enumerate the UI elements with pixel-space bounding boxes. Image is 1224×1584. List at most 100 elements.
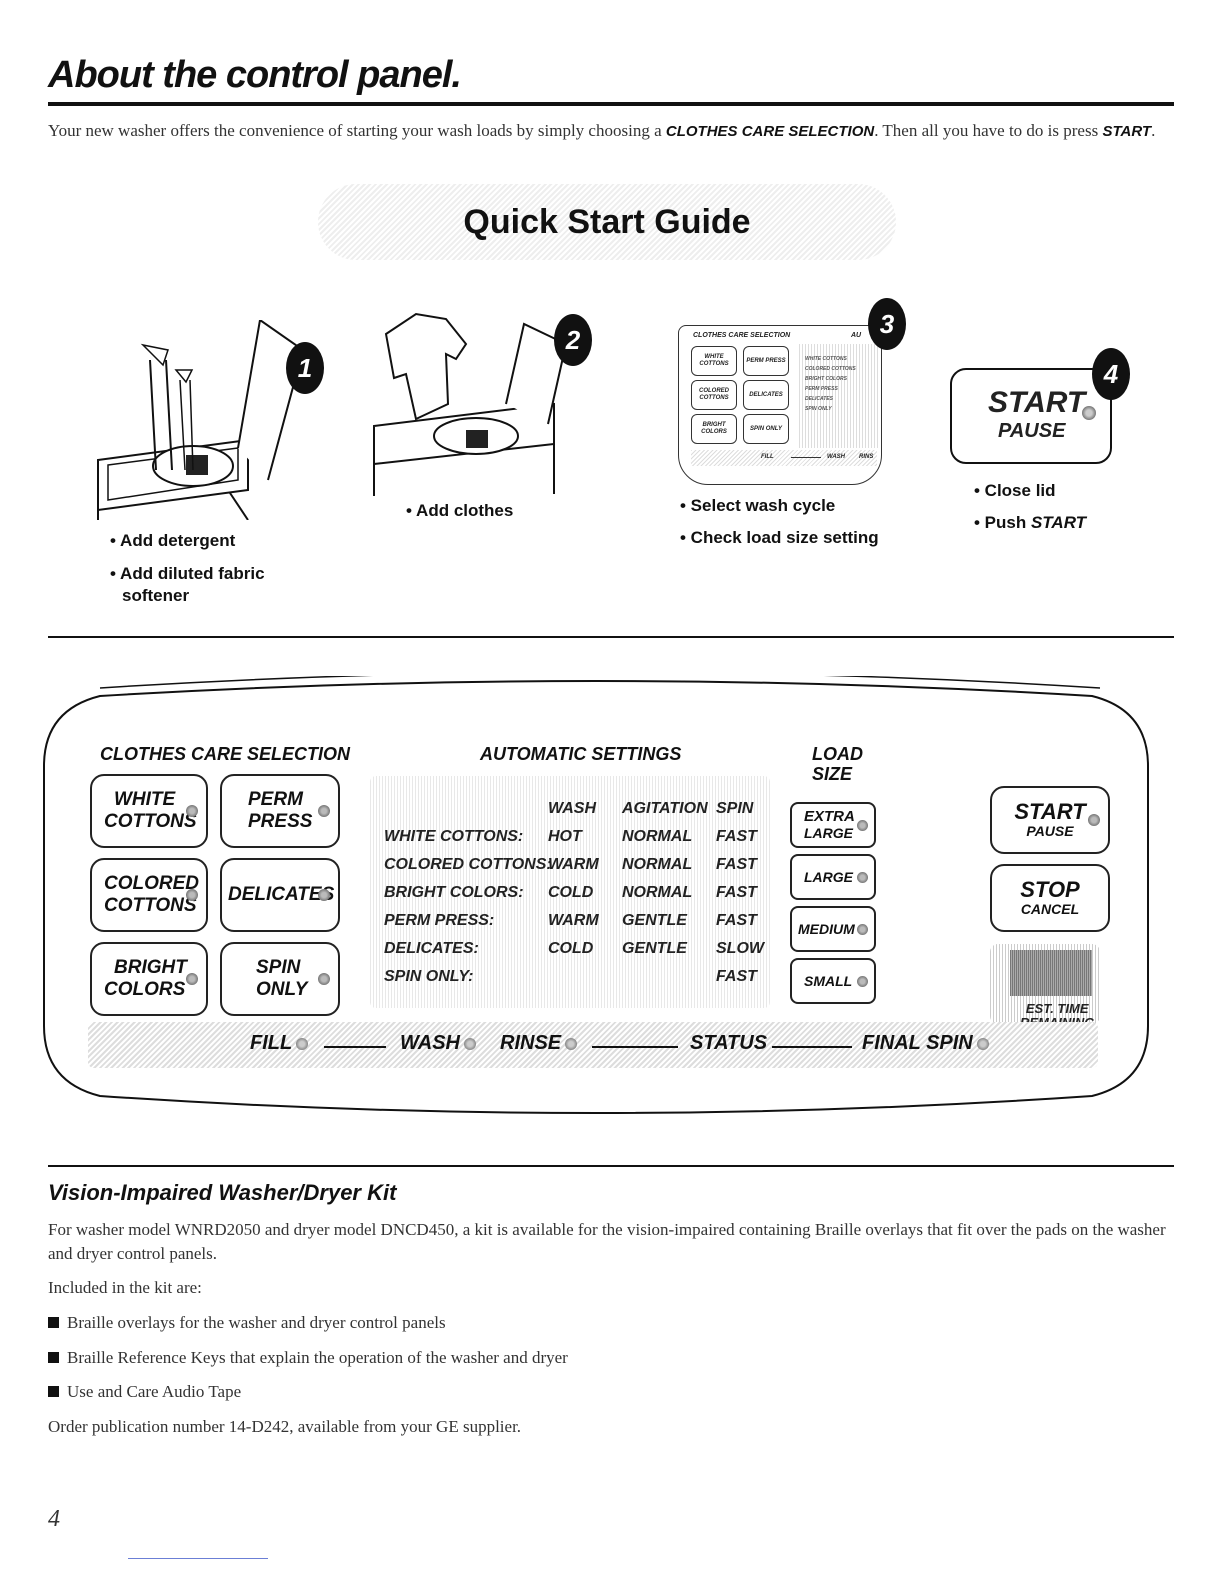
spin-only-indicator (318, 973, 330, 985)
status-rinse-label: RINSE (500, 1032, 562, 1054)
mini-button-colored-cottons: COLORED COTTONS (691, 380, 737, 410)
auto-row-wash: WARM (548, 856, 599, 873)
mini-button-spin-only: SPIN ONLY (743, 414, 789, 444)
step-3-bullet-2: • Check load size setting (680, 528, 879, 547)
auto-row-name: WHITE COTTONS: (384, 828, 524, 845)
start-button-line2: PAUSE (1026, 823, 1074, 839)
auto-row-name: SPIN ONLY: (384, 968, 474, 985)
step-4-bullet-2-text: • Push (974, 513, 1031, 532)
status-rinse-light (565, 1037, 578, 1050)
medium-indicator (857, 923, 868, 935)
load-size-heading-line2: SIZE (812, 764, 853, 784)
automatic-settings-heading: AUTOMATIC SETTINGS (480, 744, 682, 764)
status-line-3 (772, 1046, 852, 1048)
bullet-square-icon (48, 1352, 59, 1363)
mini-auto-row-3: BRIGHT COLORS (805, 376, 847, 382)
intro-text-mid: . Then all you have to do is press (874, 121, 1103, 140)
medium-button[interactable]: MEDIUM (790, 906, 876, 952)
start-pause-illustration: START PAUSE (950, 368, 1112, 464)
delicates-indicator (318, 889, 330, 901)
auto-row-wash: COLD (548, 884, 594, 901)
est-time-line1: EST. TIME (1025, 1001, 1089, 1016)
intro-text-end: . (1151, 121, 1156, 140)
perm-press-line1: PERM (248, 789, 303, 810)
mini-status-fill: FILL (761, 454, 774, 460)
mini-button-white-cottons: WHITE COTTONS (691, 346, 737, 376)
auto-row-agitation: NORMAL (622, 884, 693, 901)
status-line-1 (324, 1046, 386, 1048)
auto-row-wash: COLD (548, 940, 594, 957)
intro-bold-selection: CLOTHES CARE SELECTION (665, 123, 875, 140)
auto-row-name: COLORED COTTONS: (384, 856, 552, 873)
auto-row-agitation: GENTLE (622, 912, 687, 929)
step-2-badge: 2 (554, 314, 592, 366)
auto-row-spin: FAST (716, 856, 757, 873)
colored-cottons-line1: COLORED (104, 873, 199, 894)
large-button[interactable]: LARGE (790, 854, 876, 900)
mini-button-perm-press: PERM PRESS (743, 346, 789, 376)
mini-status-line (791, 457, 821, 458)
status-wash-label: WASH (400, 1032, 460, 1054)
bright-colors-indicator (186, 973, 198, 985)
small-label: SMALL (804, 973, 853, 989)
step-1-badge: 1 (286, 342, 324, 394)
auto-row-agitation: GENTLE (622, 940, 687, 957)
footer-link-underline (128, 1558, 268, 1559)
delicates-button[interactable]: DELICATES (220, 858, 340, 932)
kit-title: Vision-Impaired Washer/Dryer Kit (48, 1180, 397, 1205)
auto-col-wash: WASH (548, 800, 596, 817)
page-number: 4 (48, 1506, 60, 1532)
step-1-bullet-3: softener (122, 586, 190, 605)
extra-large-line2: LARGE (804, 825, 853, 841)
white-cottons-line1: WHITE (114, 789, 176, 810)
kit-paragraph-1: For washer model WNRD2050 and dryer mode… (48, 1220, 1166, 1263)
auto-row-spin: FAST (716, 912, 757, 929)
clothes-care-heading: CLOTHES CARE SELECTION (100, 744, 351, 764)
quick-start-banner (318, 184, 896, 260)
kit-paragraph-2: Included in the kit are: (48, 1278, 202, 1297)
mini-auto-row-1: WHITE COTTONS (805, 356, 847, 362)
step-4-bullet-2: • Push START (974, 512, 1086, 534)
small-button[interactable]: SMALL (790, 958, 876, 1004)
colored-cottons-indicator (186, 889, 198, 901)
white-cottons-indicator (186, 805, 198, 817)
auto-col-spin: SPIN (716, 800, 754, 817)
white-cottons-line2: COTTONS (104, 811, 197, 832)
status-line-2 (592, 1046, 678, 1048)
start-button-line1: START (1014, 799, 1086, 824)
step-3-bullet-1: • Select wash cycle (680, 496, 836, 515)
bright-colors-line1: BRIGHT (114, 957, 187, 978)
intro-text: Your new washer offers the convenience o… (48, 121, 666, 140)
step-4-bullet-1: • Close lid (974, 481, 1056, 500)
kit-list-item-text: Braille Reference Keys that explain the … (67, 1348, 568, 1367)
perm-press-indicator (318, 805, 330, 817)
section-divider (48, 636, 1174, 638)
step-4-badge: 4 (1092, 348, 1130, 400)
quick-start-title: Quick Start Guide (463, 203, 751, 241)
auto-row-name: DELICATES: (384, 940, 479, 957)
washer-clothes-illustration (373, 312, 568, 496)
status-bar (88, 1022, 1098, 1068)
stop-button-line2: CANCEL (1020, 901, 1080, 917)
mini-auto-settings-area: WHITE COTTONS COLORED COTTONS BRIGHT COL… (799, 344, 879, 448)
step-1-bullet-1: • Add detergent (110, 531, 236, 550)
auto-row-name: PERM PRESS: (384, 912, 495, 929)
auto-row-spin: SLOW (716, 940, 764, 957)
kit-list-item: Braille Reference Keys that explain the … (48, 1346, 1174, 1370)
kit-divider (48, 1165, 1174, 1167)
auto-row-wash: WARM (548, 912, 599, 929)
mini-status-rinse: RINS (859, 454, 874, 460)
step-2-bullet-1: • Add clothes (406, 501, 514, 520)
auto-row-agitation: NORMAL (622, 828, 693, 845)
kit-list-item-text: Use and Care Audio Tape (67, 1382, 242, 1401)
page-title: About the control panel. (48, 54, 462, 96)
